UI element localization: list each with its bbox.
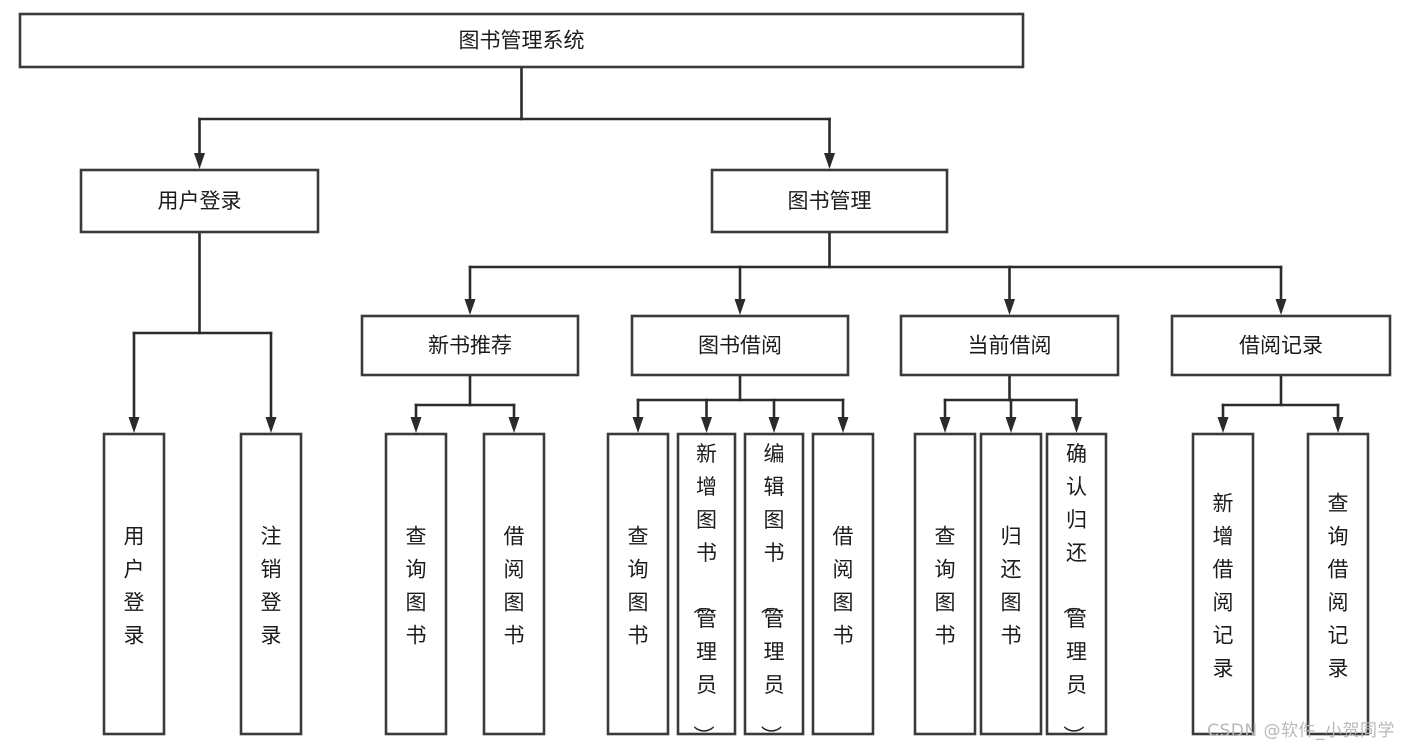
- node-label-leaf-user-login: 用户登录: [124, 525, 145, 648]
- node-label-leaf-add-borrow-record: 新增借阅记录: [1213, 492, 1234, 681]
- node-leaf-add-book-admin[interactable]: 新增图书（管理员）: [676, 432, 737, 746]
- node-label-book-borrow: 图书借阅: [698, 334, 782, 358]
- node-box-leaf-add-borrow-record[interactable]: [1191, 432, 1255, 736]
- node-box-leaf-query-book-borrow[interactable]: [606, 432, 670, 736]
- node-leaf-query-borrow-record[interactable]: 查询借阅记录: [1306, 432, 1370, 736]
- node-borrow-record[interactable]: 借阅记录: [1170, 314, 1392, 377]
- node-box-borrow-record[interactable]: [1170, 314, 1392, 377]
- node-book-manage[interactable]: 图书管理: [710, 168, 949, 234]
- node-box-new-book-rec[interactable]: [360, 314, 580, 377]
- node-new-book-rec[interactable]: 新书推荐: [360, 314, 580, 377]
- node-label-leaf-borrow-book-rec: 借阅图书: [504, 525, 525, 648]
- node-box-book-borrow[interactable]: [630, 314, 850, 377]
- node-label-leaf-query-borrow-record: 查询借阅记录: [1328, 492, 1349, 681]
- node-box-root[interactable]: [18, 12, 1025, 69]
- node-book-borrow[interactable]: 图书借阅: [630, 314, 850, 377]
- connector-group: [194, 65, 835, 169]
- node-box-leaf-query-borrow-record[interactable]: [1306, 432, 1370, 736]
- connector-group: [128, 230, 277, 433]
- node-label-leaf-borrow-book: 借阅图书: [833, 525, 854, 648]
- node-label-leaf-return-book: 归还图书: [1001, 525, 1022, 648]
- node-label-leaf-confirm-return-admin: 确认归还（管理员）: [1061, 442, 1087, 746]
- connector-group: [464, 230, 1287, 315]
- node-label-root: 图书管理系统: [459, 29, 585, 53]
- node-box-leaf-user-logout[interactable]: [239, 432, 303, 736]
- node-box-leaf-query-book-current[interactable]: [913, 432, 977, 736]
- node-label-book-manage: 图书管理: [788, 189, 872, 213]
- node-label-leaf-add-book-admin: 新增图书（管理员）: [691, 442, 717, 746]
- node-layer: 图书管理系统用户登录图书管理新书推荐图书借阅当前借阅借阅记录用户登录注销登录查询…: [18, 12, 1392, 746]
- connector-group: [939, 373, 1082, 433]
- node-label-leaf-user-logout: 注销登录: [261, 525, 282, 648]
- node-label-user-login: 用户登录: [158, 189, 242, 213]
- node-leaf-borrow-book-rec[interactable]: 借阅图书: [482, 432, 546, 736]
- node-box-book-manage[interactable]: [710, 168, 949, 234]
- connector-group: [632, 373, 849, 433]
- node-root[interactable]: 图书管理系统: [18, 12, 1025, 69]
- csdn-watermark: CSDN @软件_小贺同学: [1207, 721, 1395, 741]
- node-leaf-query-book-borrow[interactable]: 查询图书: [606, 432, 670, 736]
- node-leaf-query-book-current[interactable]: 查询图书: [913, 432, 977, 736]
- node-box-leaf-add-book-admin[interactable]: [676, 432, 737, 736]
- node-label-new-book-rec: 新书推荐: [428, 334, 512, 358]
- node-user-login[interactable]: 用户登录: [79, 168, 320, 234]
- node-box-user-login[interactable]: [79, 168, 320, 234]
- node-box-leaf-borrow-book-rec[interactable]: [482, 432, 546, 736]
- node-label-leaf-edit-book-admin: 编辑图书（管理员）: [759, 442, 785, 746]
- node-label-borrow-record: 借阅记录: [1239, 334, 1323, 358]
- node-box-leaf-user-login[interactable]: [102, 432, 166, 736]
- node-leaf-edit-book-admin[interactable]: 编辑图书（管理员）: [743, 432, 805, 746]
- node-box-leaf-borrow-book[interactable]: [811, 432, 875, 736]
- node-label-current-borrow: 当前借阅: [968, 334, 1052, 358]
- node-leaf-user-logout[interactable]: 注销登录: [239, 432, 303, 736]
- connector-layer: [128, 65, 1344, 433]
- node-leaf-return-book[interactable]: 归还图书: [979, 432, 1043, 736]
- connector-group: [1217, 373, 1344, 433]
- node-box-leaf-query-book-rec[interactable]: [384, 432, 448, 736]
- node-box-current-borrow[interactable]: [899, 314, 1120, 377]
- node-current-borrow[interactable]: 当前借阅: [899, 314, 1120, 377]
- node-label-leaf-query-book-borrow: 查询图书: [628, 525, 649, 648]
- node-box-leaf-confirm-return-admin[interactable]: [1045, 432, 1108, 736]
- node-leaf-query-book-rec[interactable]: 查询图书: [384, 432, 448, 736]
- node-leaf-add-borrow-record[interactable]: 新增借阅记录: [1191, 432, 1255, 736]
- node-leaf-borrow-book[interactable]: 借阅图书: [811, 432, 875, 736]
- node-leaf-user-login[interactable]: 用户登录: [102, 432, 166, 736]
- node-box-leaf-return-book[interactable]: [979, 432, 1043, 736]
- node-label-leaf-query-book-current: 查询图书: [935, 525, 956, 648]
- node-leaf-confirm-return-admin[interactable]: 确认归还（管理员）: [1045, 432, 1108, 746]
- node-box-leaf-edit-book-admin[interactable]: [743, 432, 805, 736]
- connector-group: [410, 373, 520, 433]
- node-label-leaf-query-book-rec: 查询图书: [406, 525, 427, 648]
